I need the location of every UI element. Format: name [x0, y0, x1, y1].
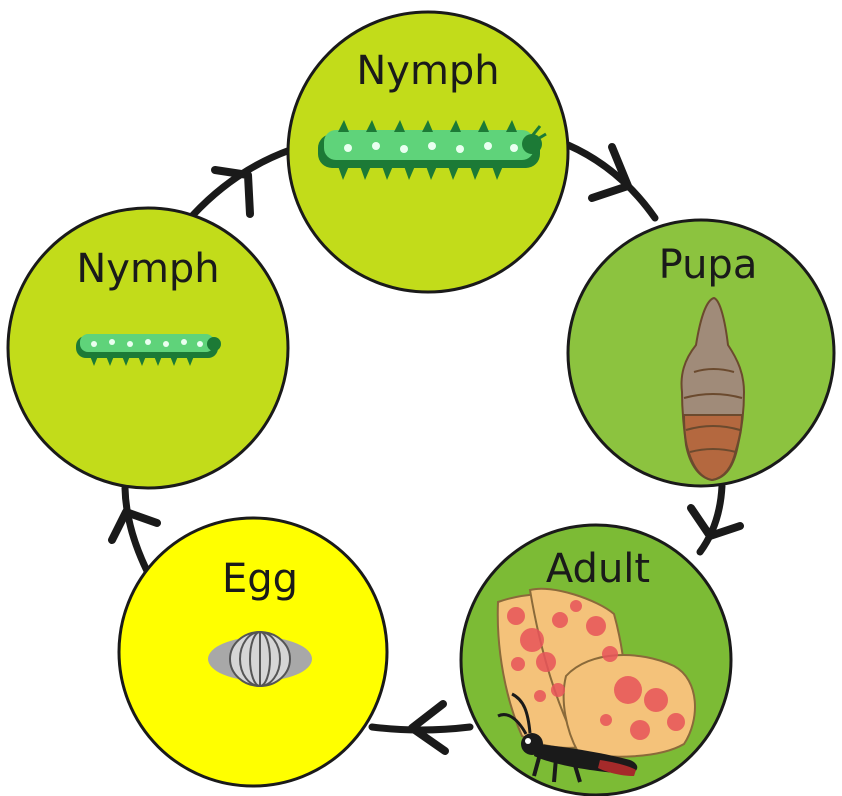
stage-nymph-large: Nymph	[288, 12, 568, 292]
connector-pupa-to-adult	[700, 486, 722, 552]
stage-label: Egg	[222, 556, 298, 602]
stage-label: Pupa	[659, 242, 758, 288]
connector-egg-to-nymph	[125, 488, 150, 577]
stage-label: Adult	[546, 546, 650, 592]
stage-nymph-small: Nymph	[8, 208, 288, 488]
stage-egg: Egg	[119, 518, 387, 786]
stage-adult: Adult	[461, 525, 731, 795]
connector-nymph-to-nymph	[193, 150, 290, 215]
stage-label: Nymph	[76, 246, 219, 292]
stage-label: Nymph	[356, 48, 499, 94]
stage-pupa: Pupa	[568, 220, 834, 486]
